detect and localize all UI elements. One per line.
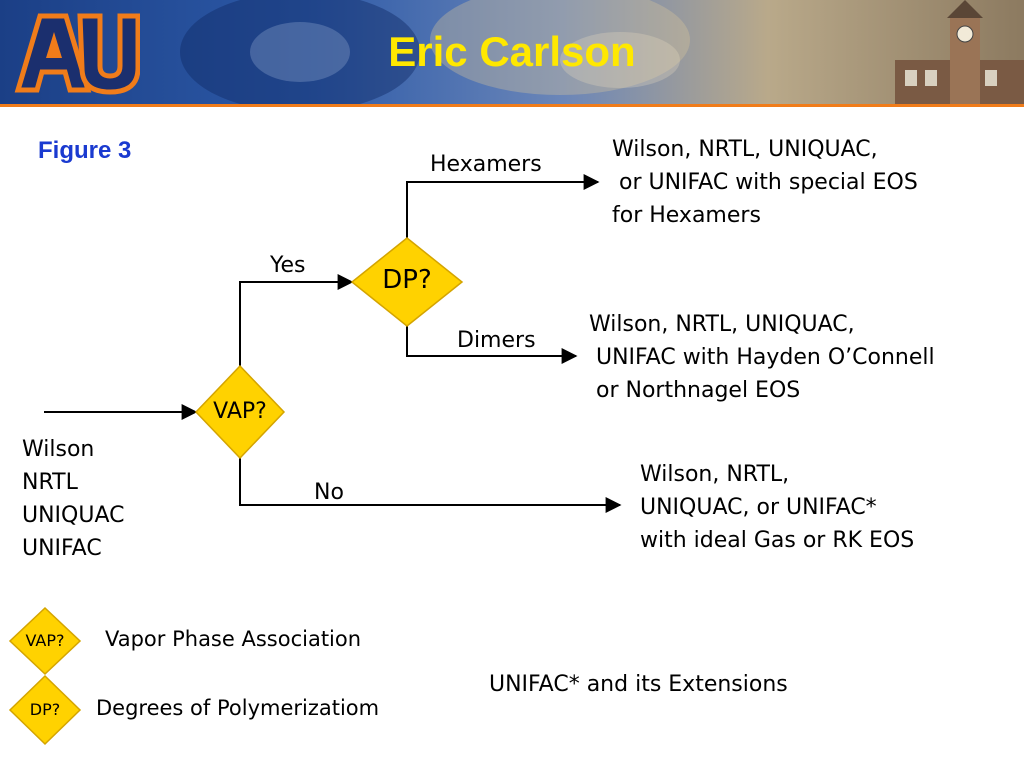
input-model: Wilson (22, 437, 95, 462)
outcome-line: Wilson, NRTL, UNIQUAC, (589, 312, 855, 337)
header-banner: Eric Carlson (0, 0, 1024, 107)
dp-node-label: DP? (382, 265, 432, 295)
outcome-line: UNIFAC with Hayden O’Connell (589, 345, 935, 370)
no-connector (239, 458, 622, 513)
unifac-footnote: UNIFAC* and its Extensions (489, 672, 788, 697)
outcome-line: Wilson, NRTL, UNIQUAC, (612, 137, 878, 162)
clock-tower-image (895, 0, 1024, 104)
no-label: No (314, 480, 344, 505)
outcome-line: or UNIFAC with special EOS (612, 170, 918, 195)
au-logo (14, 13, 140, 95)
dimers-connector (406, 326, 578, 364)
outcome-line: or Northnagel EOS (589, 378, 801, 403)
outcome-line: with ideal Gas or RK EOS (640, 528, 915, 553)
legend-dp-diamond (8, 674, 82, 746)
outcome-line: for Hexamers (612, 203, 761, 228)
legend-vap-text: Vapor Phase Association (105, 627, 362, 651)
legend-vap-diamond (8, 606, 82, 676)
legend-vap-symbol: VAP? (25, 631, 65, 650)
vap-diamond (194, 364, 286, 460)
figure-label: Figure 3 (38, 137, 132, 164)
outcome-line: UNIQUAC, or UNIFAC* (640, 495, 877, 520)
yes-label: Yes (270, 253, 306, 278)
input-model: UNIFAC (22, 536, 102, 561)
header-title: Eric Carlson (388, 28, 636, 75)
legend-dp-symbol: DP? (29, 700, 61, 719)
outcome-line: Wilson, NRTL, (640, 462, 790, 487)
input-model: NRTL (22, 470, 78, 495)
hexamers-label: Hexamers (430, 152, 542, 177)
yes-connector (239, 274, 354, 366)
legend-dp-text: Degrees of Polymerizatiom (96, 696, 380, 720)
tiger-eyes-background (180, 0, 690, 104)
hexamers-connector (406, 174, 600, 238)
input-model: UNIQUAC (22, 503, 125, 528)
dimers-label: Dimers (457, 328, 536, 353)
dp-diamond (350, 237, 464, 327)
vap-node-label: VAP? (213, 399, 267, 424)
